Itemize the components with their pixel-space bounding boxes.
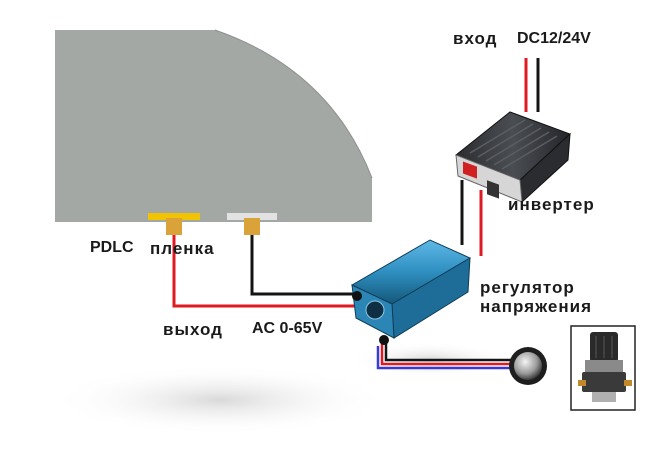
regulator-gland-left	[352, 291, 362, 301]
output-voltage-label: AC 0-65V	[252, 320, 323, 337]
knob-small	[509, 347, 547, 385]
input-word: вход	[453, 29, 498, 48]
input-label: вход	[453, 30, 497, 47]
film-word-label: пленка	[150, 239, 215, 258]
regulator-label-line1: регулятор	[480, 278, 575, 297]
voltage-regulator	[350, 239, 472, 345]
knob-wire-blue	[376, 346, 512, 370]
inverter-socket	[487, 180, 499, 199]
film-connector-right-tab	[244, 218, 260, 235]
knob-small-face	[514, 352, 542, 380]
output-wire-red	[172, 235, 356, 308]
film-shadow	[50, 365, 390, 435]
film-connector-left-tab	[166, 218, 182, 235]
pdlc-film-sheet	[55, 30, 372, 222]
output-word-label: выход	[163, 320, 223, 339]
film-connector-left	[148, 213, 200, 220]
output-wire-black	[250, 235, 358, 296]
inverter-display	[463, 161, 477, 179]
knob-wire-black	[384, 342, 512, 362]
regulator-gland-bottom	[379, 335, 389, 345]
regulator-fan	[365, 300, 385, 320]
regulator-label-line2: напряжения	[480, 297, 592, 316]
potentiometer	[578, 332, 632, 402]
film-connector-right	[227, 213, 277, 220]
inverter	[455, 111, 571, 204]
inverter-fins	[469, 119, 558, 170]
film-brand-label: PDLC	[90, 239, 134, 256]
inverter-label: инвертер	[508, 195, 595, 214]
input-voltage-label: DC12/24V	[517, 30, 591, 47]
pdlc-film-edge	[214, 29, 373, 179]
knob-wire-red	[380, 344, 512, 366]
